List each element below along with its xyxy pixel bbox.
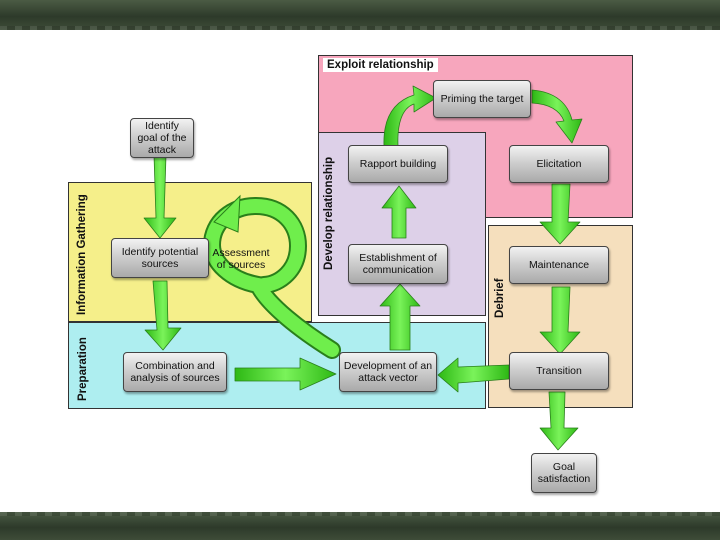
arrow-maintenance-to-transition — [539, 286, 581, 355]
arrow-rapport-to-priming — [383, 85, 437, 147]
top-border-band — [0, 0, 720, 30]
arrow-combination-to-vector — [234, 357, 337, 391]
node-identify-goal: Identify goal of the attack — [130, 118, 194, 158]
arrow-elicitation-to-maintenance — [539, 183, 581, 245]
node-identify-sources: Identify potential sources — [111, 238, 209, 278]
node-maintenance: Maintenance — [509, 246, 609, 284]
assessment-loop — [202, 196, 341, 359]
arrow-transition-to-goal — [539, 391, 579, 451]
node-attack-vector: Development of an attack vector — [339, 352, 437, 392]
label-assessment-of-sources: Assessment of sources — [212, 247, 270, 271]
arrow-vector-to-establishment — [379, 283, 421, 351]
arrow-establishment-to-rapport — [381, 185, 417, 239]
arrow-sources-to-combination — [144, 280, 182, 351]
node-goal-satisfaction: Goal satisfaction — [531, 453, 597, 493]
node-priming: Priming the target — [433, 80, 531, 118]
node-combination: Combination and analysis of sources — [123, 352, 227, 392]
node-establishment: Establishment of communication — [348, 244, 448, 284]
arrow-priming-to-elicitation — [531, 89, 583, 144]
node-elicitation: Elicitation — [509, 145, 609, 183]
arrow-goal-to-sources — [143, 154, 177, 239]
node-rapport: Rapport building — [348, 145, 448, 183]
arrow-transition-to-vector — [437, 357, 510, 393]
node-transition: Transition — [509, 352, 609, 390]
assessment-loop-arrowhead — [213, 194, 241, 233]
bottom-border-band — [0, 512, 720, 540]
region-title-exploit: Exploit relationship — [323, 58, 438, 72]
